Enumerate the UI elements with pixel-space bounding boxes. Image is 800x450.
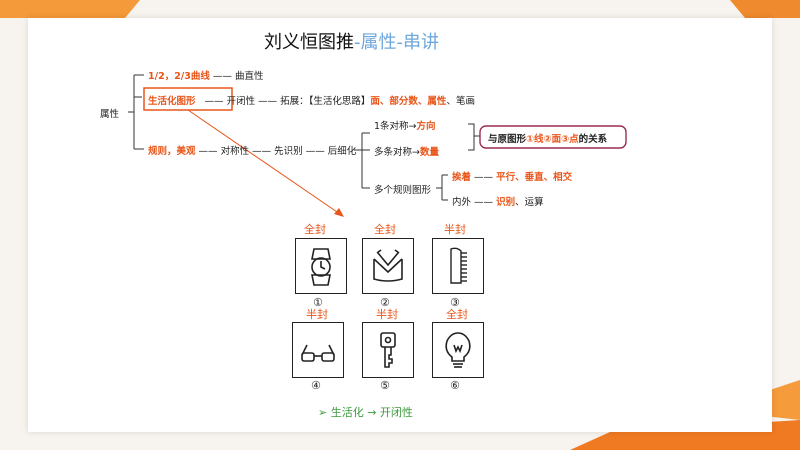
- inside-outside-node: 内外 —— 识别、运算: [452, 194, 544, 208]
- separator: ——: [252, 146, 272, 157]
- inside-outside-rest: 、运算: [515, 197, 544, 208]
- root-node: 属性: [100, 109, 120, 120]
- figure-caption: 半封: [376, 308, 398, 321]
- inside-outside-value: 识别: [496, 197, 516, 208]
- title-sub: -属性-串讲: [354, 32, 439, 53]
- title-main: 刘义恒图推: [264, 32, 354, 53]
- conclusion-line: ➢ 生活化 → 开闭性: [318, 404, 413, 420]
- figure-number: ①: [313, 296, 323, 309]
- adjacent-values: 平行、垂直、相交: [496, 172, 573, 183]
- separator: ——: [212, 71, 232, 82]
- relation-text: 与原图形: [488, 134, 527, 145]
- figure-card-2: [362, 238, 414, 294]
- figure-number: ②: [380, 296, 390, 309]
- bullet-icon: ➢: [318, 406, 328, 419]
- expand-items: 面、部分数、属性: [370, 96, 447, 107]
- lightbulb-icon: [445, 332, 471, 368]
- figure-caption: 半封: [306, 308, 328, 321]
- figure-caption: 全封: [374, 223, 396, 236]
- branch-curve-label: 1/2，2/3曲线: [148, 71, 210, 82]
- inside-outside-label: 内外: [452, 197, 472, 208]
- symmetry-node: 对称性: [220, 146, 250, 157]
- conclusion-text: 生活化 → 开闭性: [330, 406, 413, 419]
- separator: ——: [204, 96, 224, 107]
- single-symmetry-text: 1条对称→: [374, 121, 417, 132]
- relation-items: ①线②面③点: [526, 134, 579, 145]
- expand-label: 拓展：【生活化思路】: [280, 96, 371, 107]
- adjacent-node: 挨着 —— 平行、垂直、相交: [452, 169, 572, 183]
- figure-card-5: [362, 322, 414, 378]
- top-left-corner-decoration: [0, 0, 140, 18]
- figure-caption: 半封: [444, 223, 466, 236]
- separator: ——: [258, 96, 278, 107]
- figure-number: ⑥: [450, 379, 460, 392]
- branch-rule-label: 规则，美观: [148, 146, 196, 157]
- figure-card-1: [295, 238, 347, 294]
- branch-rule: 规则，美观 —— 对称性 —— 先识别 —— 后细化: [148, 143, 356, 157]
- figure-card-6: [432, 322, 484, 378]
- branch-curve: 1/2，2/3曲线 —— 曲直性: [148, 68, 263, 82]
- single-symmetry: 1条对称→方向: [374, 118, 436, 132]
- multi-shapes-node: 多个规则图形: [374, 185, 432, 196]
- adjacent-label: 挨着: [452, 172, 472, 183]
- identify-node: 先识别: [274, 146, 303, 157]
- comb-icon: [450, 247, 467, 284]
- separator: ——: [474, 172, 494, 183]
- figure-number: ③: [450, 296, 460, 309]
- mindmap-connectors: [128, 74, 627, 217]
- relation-box: 与原图形①线②面③点的关系: [488, 131, 607, 145]
- multi-symmetry-value: 数量: [419, 147, 439, 158]
- separator: ——: [474, 197, 494, 208]
- expand-items-rest: 、笔画: [446, 96, 475, 107]
- page-title: 刘义恒图推-属性-串讲: [264, 28, 439, 54]
- branch-life-result: 开闭性: [226, 96, 256, 107]
- bag-icon: [373, 249, 403, 282]
- branch-life-label: 生活化图形: [148, 96, 196, 107]
- key-icon: [380, 332, 396, 368]
- figure-number: ④: [311, 379, 321, 392]
- single-symmetry-value: 方向: [416, 121, 436, 132]
- figure-number: ⑤: [380, 379, 390, 392]
- separator: ——: [305, 146, 325, 157]
- branch-life-shape: 生活化图形 —— 开闭性 —— 拓展：【生活化思路】面、部分数、属性、笔画: [148, 93, 475, 107]
- relation-text-end: 的关系: [578, 134, 608, 145]
- glasses-icon: [301, 344, 335, 362]
- figure-card-4: [292, 322, 344, 378]
- multi-symmetry: 多条对称→数量: [374, 144, 439, 158]
- separator: ——: [198, 146, 218, 157]
- watch-icon: [311, 248, 331, 286]
- branch-curve-result: 曲直性: [234, 71, 264, 82]
- refine-node: 后细化: [327, 146, 357, 157]
- figure-card-3: [432, 238, 484, 294]
- slide-content: 刘义恒图推-属性-串讲: [28, 18, 772, 432]
- figure-caption: 全封: [446, 308, 468, 321]
- top-right-corner-decoration: [730, 0, 800, 18]
- figure-caption: 全封: [304, 223, 326, 236]
- multi-symmetry-text: 多条对称→: [374, 147, 420, 158]
